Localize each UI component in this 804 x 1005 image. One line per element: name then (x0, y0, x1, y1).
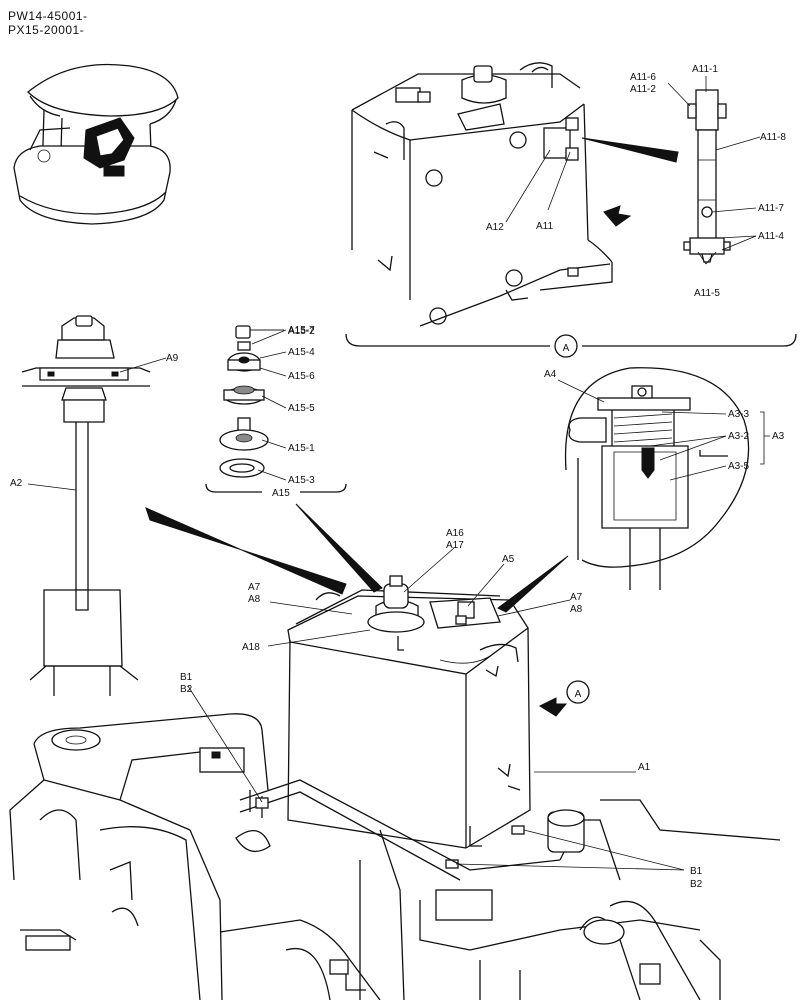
label-a8-right: A8 (570, 604, 583, 615)
label-a3-3: A3-3 (728, 409, 750, 420)
label-a11-7: A11-7 (758, 203, 784, 214)
label-a18: A18 (242, 642, 260, 653)
label-b2-right: B2 (690, 879, 703, 890)
label-b1-left: B1 (180, 672, 193, 683)
label-a11-1: A11-1 (692, 64, 718, 75)
serial-number-1: PW14-45001- (8, 9, 88, 23)
level-gauge-assembly (683, 89, 731, 263)
view-marker-a-main: A (575, 689, 582, 700)
serial-number-2: PX15-20001- (8, 23, 85, 37)
view-marker-a-top: A (563, 343, 570, 354)
hydraulic-tank: A (145, 503, 590, 869)
return-filter-cutaway (564, 367, 750, 590)
label-a15-3: A15-3 (288, 475, 315, 486)
label-a15-1: A15-1 (288, 443, 315, 454)
label-b1-right: B1 (690, 866, 703, 877)
label-a7-left: A7 (248, 582, 261, 593)
label-a3-2: A3-2 (728, 431, 750, 442)
label-a11-8: A11-8 (760, 132, 786, 143)
label-a1: A1 (638, 762, 651, 773)
label-a17: A17 (446, 540, 464, 551)
label-a11-4: A11-4 (758, 231, 784, 242)
label-a4: A4 (544, 369, 557, 380)
label-a8-left: A8 (248, 594, 261, 605)
label-a15: A15 (272, 488, 290, 499)
part-labels: A11-6 A11-2 A11-1 A11-8 A11-7 A11-4 A11-… (10, 64, 786, 890)
leader-lines (27, 76, 770, 871)
label-a5: A5 (502, 554, 515, 565)
label-a11-5: A11-5 (694, 288, 720, 299)
label-a3: A3 (772, 431, 785, 442)
label-a16: A16 (446, 528, 464, 539)
label-a15-6: A15-6 (288, 371, 315, 382)
label-a11-2: A11-2 (630, 84, 656, 95)
label-a3-5: A3-5 (728, 461, 750, 472)
label-a2: A2 (10, 478, 23, 489)
label-a7-right: A7 (570, 592, 583, 603)
label-a11: A11 (536, 221, 553, 232)
view-a-bracket: A (345, 333, 797, 358)
label-a11-6: A11-6 (630, 72, 656, 83)
tank-top-detail (351, 62, 679, 327)
suction-pipe-detail (21, 315, 151, 696)
label-a15-7: A15-7 (288, 325, 315, 336)
breather-assembly (205, 325, 347, 493)
label-a12: A12 (486, 222, 504, 233)
label-b2-left: B2 (180, 684, 193, 695)
label-a9: A9 (166, 353, 179, 364)
upper-frame (9, 713, 781, 1001)
machine-overview-illustration (13, 63, 179, 225)
label-a15-2: A15-2 (288, 326, 315, 337)
label-a15-4: A15-4 (288, 347, 315, 358)
label-a15-5: A15-5 (288, 403, 315, 414)
